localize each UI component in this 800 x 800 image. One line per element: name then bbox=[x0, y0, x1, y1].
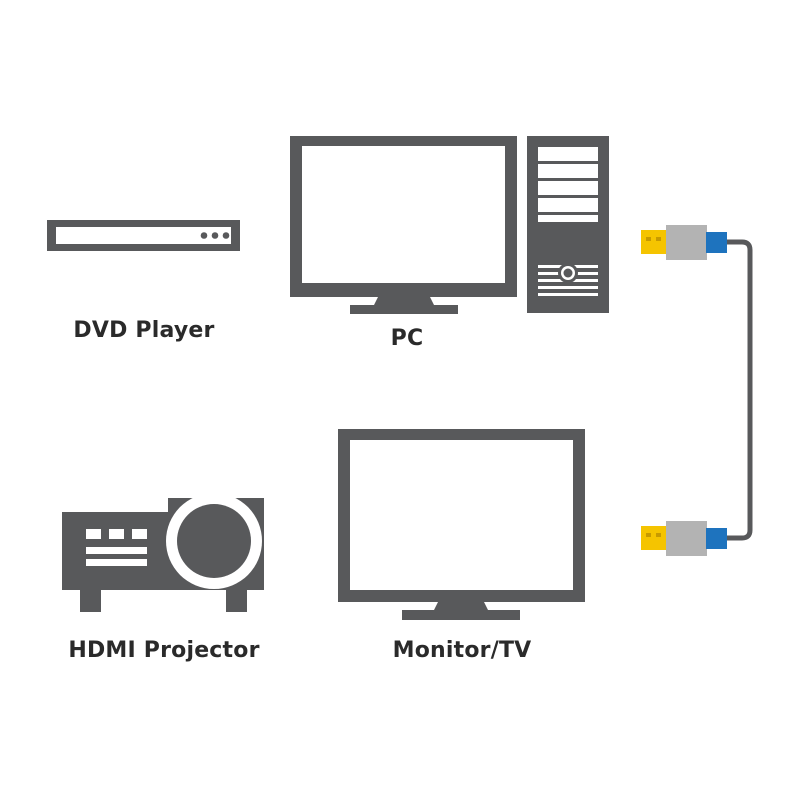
pc-tower-icon bbox=[527, 136, 609, 313]
monitor-tv-icon bbox=[338, 429, 585, 620]
usb-cable-icon bbox=[641, 225, 753, 556]
monitor-tv-label: Monitor/TV bbox=[392, 638, 532, 663]
pc-monitor-icon bbox=[290, 136, 517, 314]
dvd-player-label: DVD Player bbox=[73, 318, 215, 343]
dvd-player-icon bbox=[47, 220, 240, 251]
projector-icon bbox=[62, 493, 264, 612]
hdmi-projector-label: HDMI Projector bbox=[68, 638, 260, 663]
pc-label: PC bbox=[390, 326, 424, 351]
